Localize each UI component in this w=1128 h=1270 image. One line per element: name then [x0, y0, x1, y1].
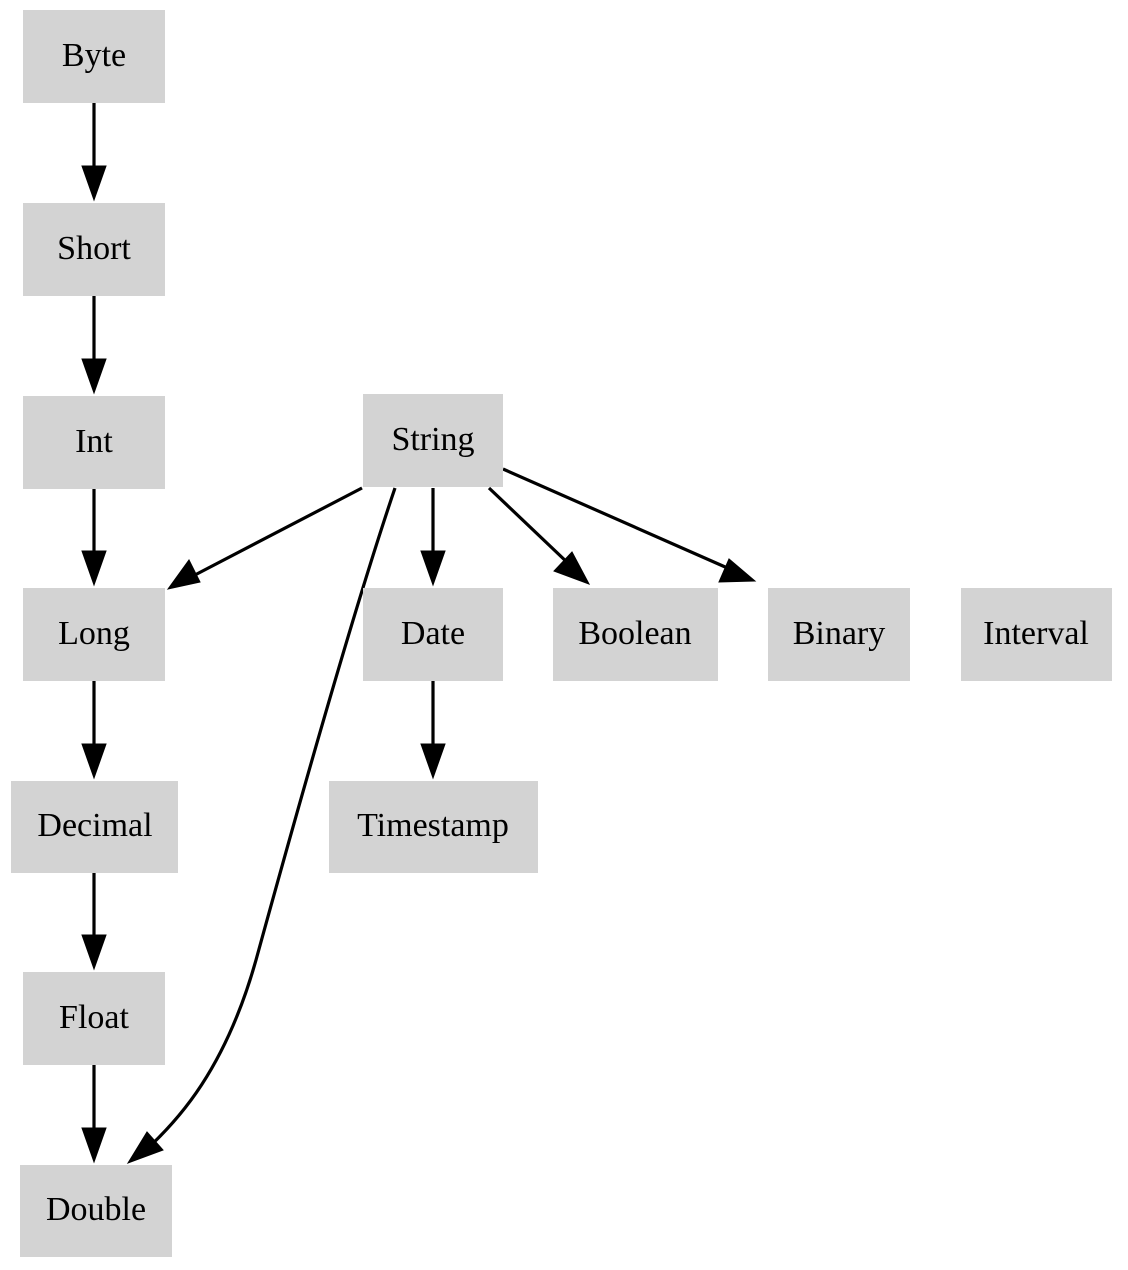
- edge-date-timestamp: [420, 681, 446, 780]
- edge-string-double: [126, 487, 397, 1164]
- edge-byte-short: [81, 103, 107, 202]
- node-label-long: Long: [58, 615, 130, 652]
- node-label-timestamp: Timestamp: [357, 807, 509, 844]
- node-label-float: Float: [59, 999, 129, 1036]
- node-label-decimal: Decimal: [37, 807, 152, 844]
- edge-float-double: [81, 1065, 107, 1164]
- edge-int-long: [81, 489, 107, 587]
- node-label-byte: Byte: [62, 37, 126, 74]
- node-float[interactable]: Float: [23, 972, 165, 1065]
- node-boolean[interactable]: Boolean: [553, 588, 718, 681]
- node-long[interactable]: Long: [23, 588, 165, 681]
- node-binary[interactable]: Binary: [768, 588, 910, 681]
- edge-decimal-float: [81, 873, 107, 971]
- edge-string-date: [420, 488, 446, 587]
- node-timestamp[interactable]: Timestamp: [329, 781, 538, 873]
- edge-long-decimal: [81, 681, 107, 780]
- node-decimal[interactable]: Decimal: [11, 781, 178, 873]
- edge-layer: [81, 103, 757, 1164]
- node-double[interactable]: Double: [20, 1165, 172, 1257]
- node-interval[interactable]: Interval: [961, 588, 1112, 681]
- node-label-boolean: Boolean: [578, 615, 691, 652]
- edge-string-binary: [502, 467, 757, 583]
- edge-string-long: [166, 486, 363, 590]
- node-label-interval: Interval: [983, 615, 1089, 652]
- node-date[interactable]: Date: [363, 588, 503, 681]
- node-label-short: Short: [57, 230, 131, 267]
- node-label-double: Double: [46, 1191, 146, 1228]
- node-label-int: Int: [75, 423, 113, 460]
- edge-string-boolean: [487, 486, 591, 585]
- node-label-binary: Binary: [793, 615, 886, 652]
- node-layer: Byte Short Int Long Decimal Float: [11, 10, 1112, 1257]
- node-int[interactable]: Int: [23, 396, 165, 489]
- node-label-string: String: [391, 421, 474, 458]
- node-byte[interactable]: Byte: [23, 10, 165, 103]
- node-short[interactable]: Short: [23, 203, 165, 296]
- edge-short-int: [81, 296, 107, 395]
- node-label-date: Date: [401, 615, 465, 652]
- node-string[interactable]: String: [363, 394, 503, 487]
